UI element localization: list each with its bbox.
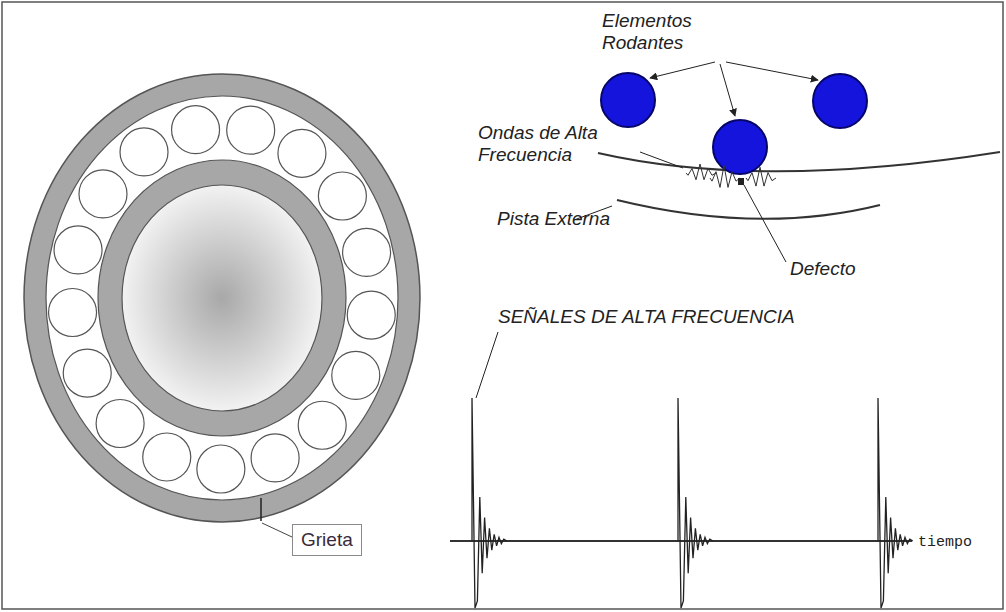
- ball: [318, 172, 366, 220]
- defect: [738, 178, 744, 185]
- ball: [96, 399, 144, 447]
- outer-raceway: [617, 200, 880, 219]
- signal-burst: [678, 398, 713, 608]
- rolling-elements: [49, 106, 396, 493]
- label-box: Grieta: [292, 524, 362, 556]
- bore: [122, 185, 322, 411]
- leader-arrow: [726, 62, 818, 80]
- part-label: Pista Externa: [497, 208, 610, 230]
- leader-line: [262, 523, 292, 537]
- leader-line: [744, 185, 786, 262]
- ball: [713, 120, 767, 174]
- signal-bursts: [472, 398, 913, 608]
- ball: [197, 445, 245, 493]
- ball: [49, 288, 97, 336]
- ball: [601, 73, 655, 127]
- inner-race: [98, 160, 346, 436]
- ball: [298, 401, 346, 449]
- ball: [278, 129, 326, 177]
- signal-title: SEÑALES DE ALTA FRECUENCIA: [498, 306, 795, 328]
- wave: [710, 165, 740, 187]
- signal-burst: [472, 398, 507, 608]
- ball: [172, 106, 220, 154]
- ball: [227, 106, 275, 154]
- ball: [63, 349, 111, 397]
- ball: [54, 226, 102, 274]
- cage-space: [46, 96, 398, 500]
- leader-arrow: [650, 62, 715, 78]
- crack: [260, 498, 262, 521]
- ball: [813, 74, 867, 128]
- wave: [686, 164, 716, 180]
- axis-label: tiempo: [918, 532, 972, 554]
- high-frequency-waves: [686, 164, 776, 187]
- ball: [120, 128, 168, 176]
- ball: [332, 351, 380, 399]
- time-axis: [450, 540, 912, 542]
- part-label: Defecto: [790, 258, 855, 280]
- inner-raceway: [598, 152, 1000, 171]
- ball: [347, 291, 395, 339]
- signal-burst: [878, 398, 913, 608]
- outer-race: [24, 74, 420, 522]
- wave: [746, 167, 776, 186]
- leader-line: [640, 152, 683, 168]
- part-label: Ondas de Alta Frecuencia: [478, 122, 628, 166]
- part-label: Elementos Rodantes: [602, 10, 730, 54]
- ball: [343, 228, 391, 276]
- leader-line: [476, 332, 498, 398]
- box-label: Grieta: [301, 529, 353, 550]
- leader-arrow: [720, 64, 735, 116]
- ball: [79, 170, 127, 218]
- ball: [251, 434, 299, 482]
- ball: [143, 433, 191, 481]
